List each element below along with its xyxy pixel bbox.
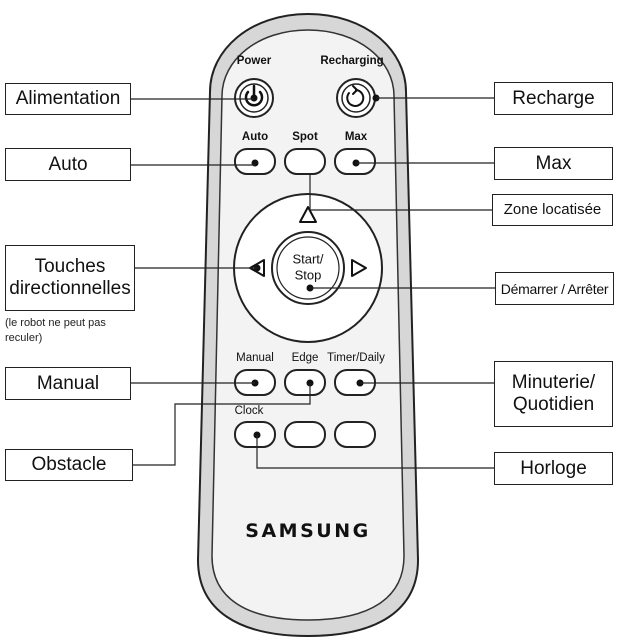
touches-note: (le robot ne peut pas reculer) [5, 317, 106, 344]
up-arrow-icon[interactable] [299, 206, 317, 223]
callout-auto: Auto [5, 148, 131, 181]
manual-button-label: Manual [236, 352, 274, 364]
callout-manual: Manual [5, 367, 131, 400]
callout-demarrer-arreter: Démarrer / Arrêter [495, 272, 614, 305]
leader-lines [130, 97, 495, 469]
minuterie-line2: Quotidien [512, 394, 595, 415]
start-stop-label-line2: Stop [294, 267, 322, 283]
callout-max: Max [494, 147, 613, 180]
touches-line1: Touches [34, 256, 106, 277]
power-button-label: Power [236, 55, 272, 67]
recharging-button[interactable] [336, 78, 376, 118]
minuterie-line1: Minuterie/ [511, 372, 596, 393]
blank-button-2[interactable] [334, 421, 376, 448]
max-button-label: Max [344, 131, 368, 143]
recharging-button-label: Recharging [320, 55, 384, 67]
callout-horloge: Horloge [494, 452, 613, 485]
touches-line2: directionnelles [9, 278, 131, 299]
callout-obstacle: Obstacle [5, 449, 133, 481]
edge-button-label: Edge [291, 352, 319, 364]
callout-recharge: Recharge [494, 82, 613, 115]
blank-button-1[interactable] [284, 421, 326, 448]
start-stop-button[interactable] [271, 231, 345, 305]
brand-logo: SAMSUNG [245, 520, 371, 542]
edge-button[interactable] [284, 369, 326, 396]
callout-touches-directionnelles: Touches directionnelles [5, 245, 135, 311]
spot-button[interactable] [284, 148, 326, 175]
spot-button-label: Spot [292, 131, 318, 143]
callout-alimentation: Alimentation [5, 83, 131, 115]
callout-zone-localisee: Zone locatisée [492, 194, 613, 226]
start-stop-label-line1: Start/ [292, 251, 324, 267]
auto-button-label: Auto [241, 131, 269, 143]
recharge-icon [346, 85, 365, 107]
right-arrow-icon[interactable] [351, 259, 367, 277]
callout-minuterie-quotidien: Minuterie/ Quotidien [494, 361, 613, 427]
timer-daily-button-label: Timer/Daily [327, 352, 385, 364]
clock-button-label: Clock [234, 405, 264, 417]
